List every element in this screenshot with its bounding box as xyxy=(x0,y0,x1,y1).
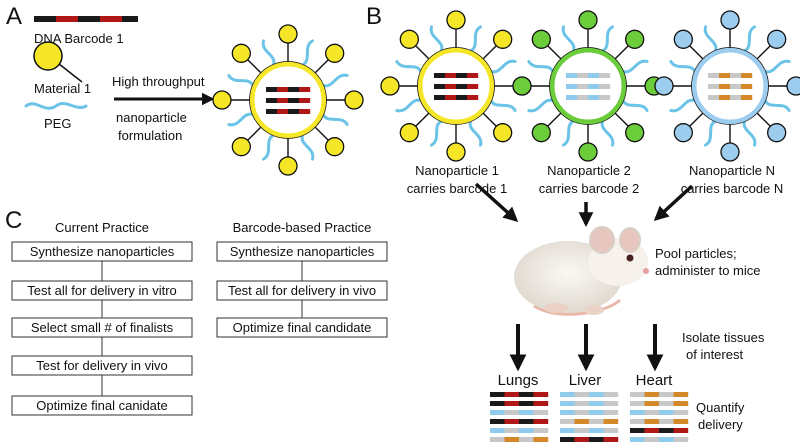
process-label-2: nanoparticle xyxy=(116,110,187,125)
svg-text:Optimize final candidate: Optimize final candidate xyxy=(233,320,372,335)
tissue-label-liver: Liver xyxy=(569,372,602,389)
legend-dna-barcode xyxy=(34,16,138,22)
svg-text:Test all for delivery in vitro: Test all for delivery in vitro xyxy=(27,283,177,298)
current-step-4: Test for delivery in vivo xyxy=(11,355,193,376)
isolate-label-line1: Isolate tissues xyxy=(682,330,765,345)
tissue-barcode-stacks xyxy=(490,392,689,442)
down-arrow-icon xyxy=(474,182,519,222)
down-arrow-icon xyxy=(653,184,694,221)
panel-c-letter: C xyxy=(5,207,22,234)
quantify-label-line1: Quantify xyxy=(696,400,745,415)
current-step-3: Select small # of finalists xyxy=(11,317,193,338)
svg-text:Test all for delivery in vivo: Test all for delivery in vivo xyxy=(228,283,376,298)
mouse-illustration xyxy=(514,226,649,316)
pool-label-line2: administer to mice xyxy=(655,263,760,278)
particle-1-label-line1: Nanoparticle 1 xyxy=(415,163,499,178)
particle-2-label-line2: carries barcode 2 xyxy=(539,181,639,196)
isolate-label-line2: of interest xyxy=(686,347,743,362)
particle-n-label-line1: Nanoparticle N xyxy=(689,163,775,178)
pooling-arrows xyxy=(474,182,694,227)
nanoparticle-1 xyxy=(380,10,532,162)
particle-2-label-line1: Nanoparticle 2 xyxy=(547,163,631,178)
nanoparticle-n xyxy=(654,10,800,162)
nanoparticle-2 xyxy=(512,10,664,162)
barcode-practice-title: Barcode-based Practice xyxy=(233,220,372,235)
svg-text:Optimize final canidate: Optimize final canidate xyxy=(36,398,168,413)
process-label-3: formulation xyxy=(118,128,182,143)
barcode-step-3: Optimize final candidate xyxy=(216,317,388,338)
material-label: Material 1 xyxy=(34,81,91,96)
legend-peg-strand xyxy=(24,101,88,110)
current-step-5: Optimize final canidate xyxy=(11,395,193,416)
current-step-2: Test all for delivery in vitro xyxy=(11,280,193,301)
legend-material-particle xyxy=(33,41,83,83)
svg-text:Test for delivery in vivo: Test for delivery in vivo xyxy=(36,358,168,373)
panel-b-letter: B xyxy=(366,3,382,30)
barcode-step-2: Test all for delivery in vivo xyxy=(216,280,388,301)
svg-text:Synthesize nanoparticles: Synthesize nanoparticles xyxy=(30,244,175,259)
dna-barcode-label: DNA Barcode 1 xyxy=(34,31,124,46)
barcode-step-1: Synthesize nanoparticles xyxy=(216,241,388,262)
svg-text:Synthesize nanoparticles: Synthesize nanoparticles xyxy=(230,244,375,259)
process-label-1: High throughput xyxy=(112,74,205,89)
tissue-label-heart: Heart xyxy=(636,372,674,389)
nanoparticle-formulated xyxy=(212,24,364,176)
quantify-label-line2: delivery xyxy=(698,417,743,432)
peg-label: PEG xyxy=(44,116,71,131)
particle-1-label-line2: carries barcode 1 xyxy=(407,181,507,196)
particle-n-label-line2: carries barcode N xyxy=(681,181,784,196)
panel-a-letter: A xyxy=(6,3,22,30)
tissue-label-lungs: Lungs xyxy=(498,372,539,389)
svg-text:Select small # of finalists: Select small # of finalists xyxy=(31,320,174,335)
tissue-arrows xyxy=(509,324,664,372)
pool-label-line1: Pool particles; xyxy=(655,246,737,261)
current-step-1: Synthesize nanoparticles xyxy=(11,241,193,262)
current-practice-title: Current Practice xyxy=(55,220,149,235)
